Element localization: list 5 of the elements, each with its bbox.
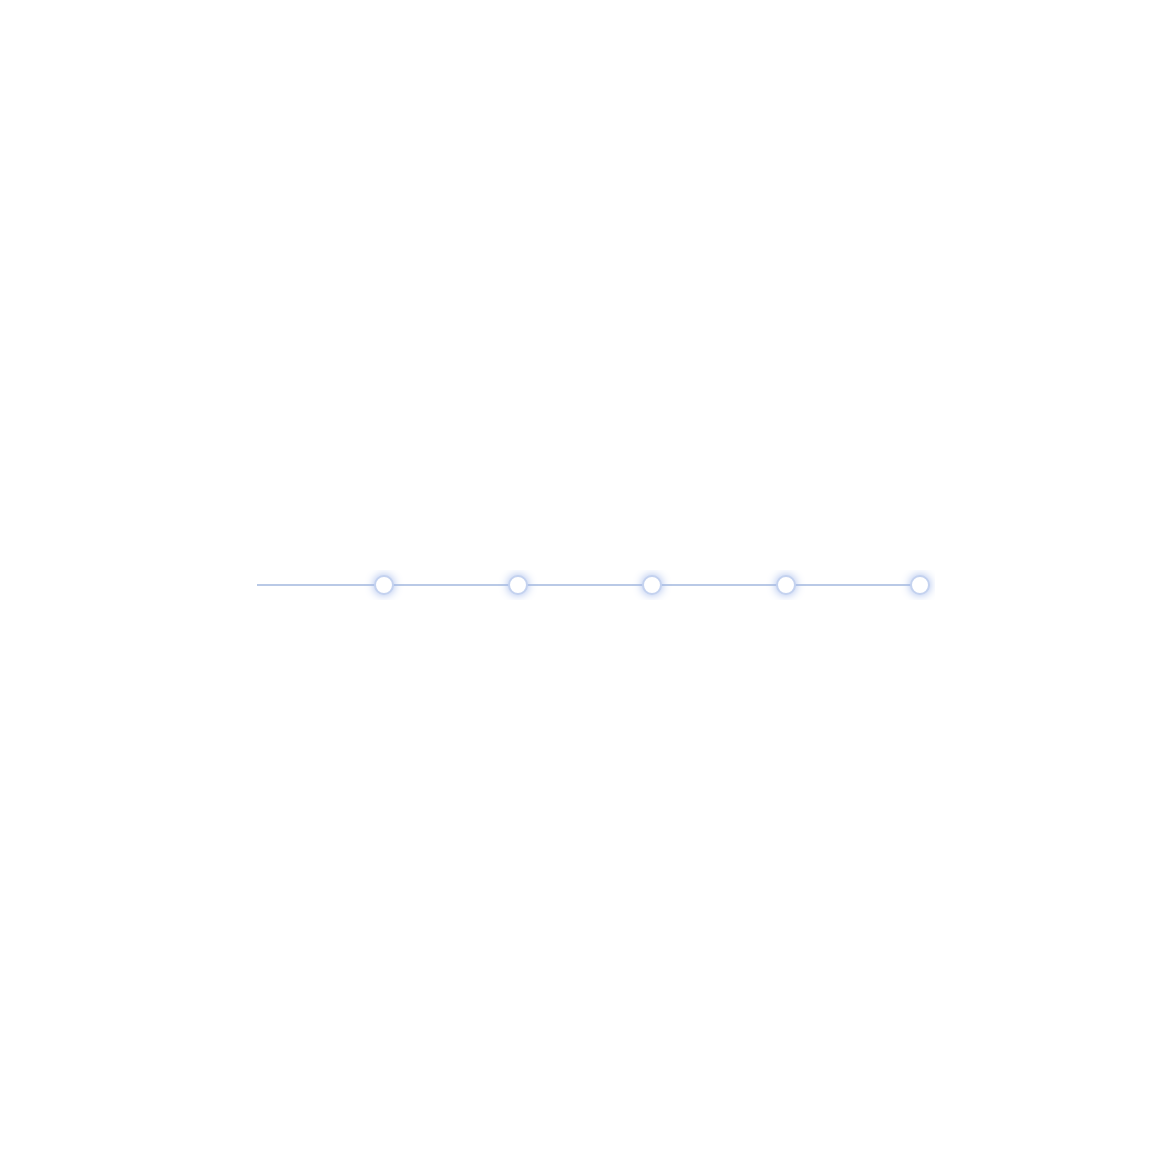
- node-circle: [642, 575, 662, 595]
- node-circle: [910, 575, 930, 595]
- node-circle: [508, 575, 528, 595]
- node-circle: [776, 575, 796, 595]
- node-circle: [374, 575, 394, 595]
